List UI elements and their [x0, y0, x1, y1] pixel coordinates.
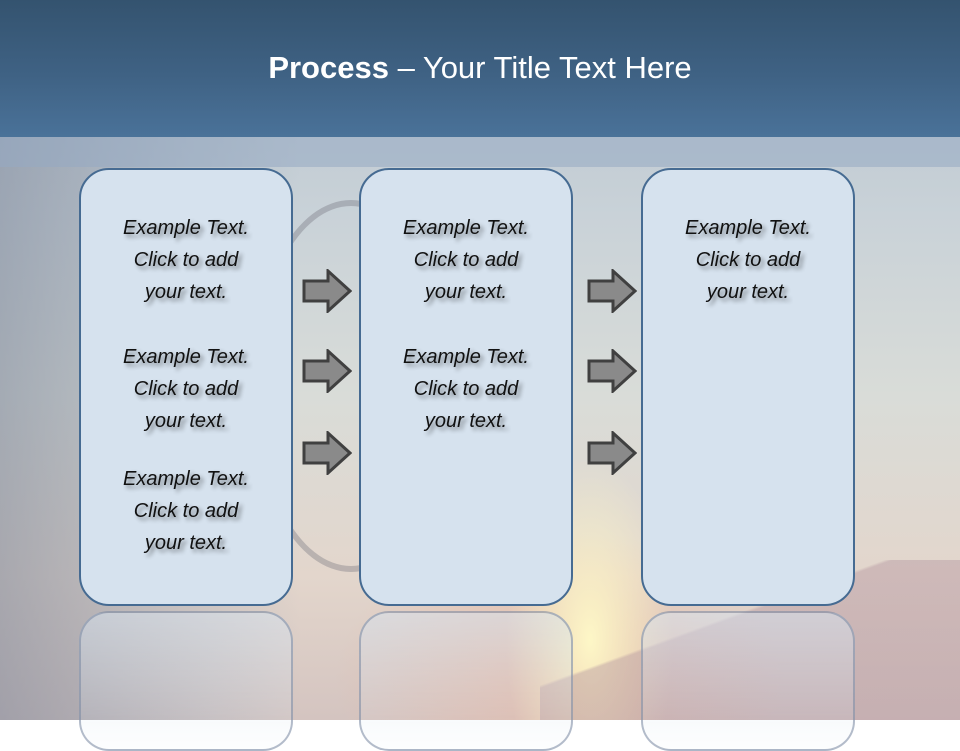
right-arrow-icon — [302, 269, 352, 313]
title-bold: Process — [268, 50, 389, 85]
title-rest: – Your Title Text Here — [388, 50, 692, 85]
right-arrow-icon — [302, 431, 352, 475]
process-box-2[interactable]: Example Text. Click to add your text. Ex… — [359, 168, 573, 606]
process-box-1-reflection — [79, 611, 293, 751]
title-bar — [0, 0, 960, 137]
right-arrow-icon — [587, 431, 637, 475]
process-box-2-reflection — [359, 611, 573, 751]
slide-title[interactable]: Process – Your Title Text Here — [0, 50, 960, 86]
text-block[interactable]: Example Text. Click to add your text. — [403, 346, 529, 432]
right-arrow-icon — [587, 269, 637, 313]
title-band — [0, 137, 960, 167]
process-box-3-reflection — [641, 611, 855, 751]
text-block[interactable]: Example Text. Click to add your text. — [685, 217, 811, 303]
right-arrow-icon — [587, 349, 637, 393]
text-block[interactable]: Example Text. Click to add your text. — [123, 468, 249, 554]
process-box-3[interactable]: Example Text. Click to add your text. — [641, 168, 855, 606]
text-block[interactable]: Example Text. Click to add your text. — [123, 217, 249, 303]
process-box-1[interactable]: Example Text. Click to add your text. Ex… — [79, 168, 293, 606]
text-block[interactable]: Example Text. Click to add your text. — [403, 217, 529, 303]
text-block[interactable]: Example Text. Click to add your text. — [123, 346, 249, 432]
right-arrow-icon — [302, 349, 352, 393]
